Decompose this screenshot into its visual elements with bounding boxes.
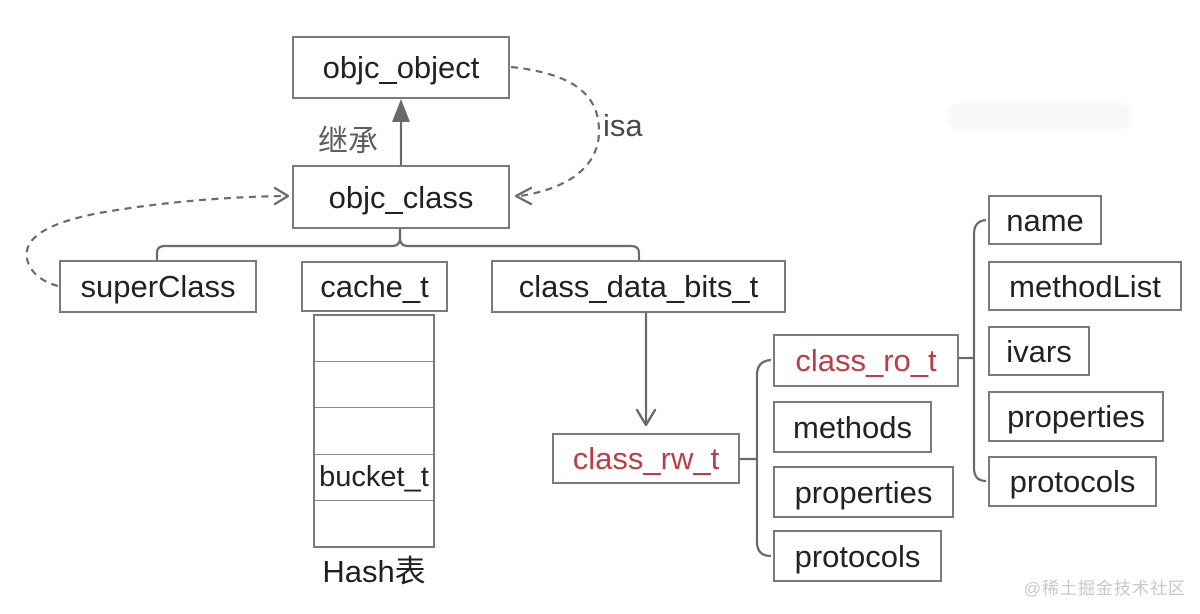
- cache-table-row: [315, 501, 433, 546]
- node-objc-class: objc_class: [292, 165, 510, 229]
- node-ro-methodlist: methodList: [988, 261, 1182, 311]
- node-cache-t: cache_t: [301, 261, 448, 312]
- node-rw-properties: properties: [773, 466, 954, 518]
- arrowhead-superclass-icon: [273, 186, 290, 206]
- cache-hash-table: bucket_t: [313, 314, 435, 548]
- node-class-data-bits-t: class_data_bits_t: [491, 260, 786, 313]
- background-smudge: [948, 103, 1130, 129]
- edge-rw-bracket: [755, 358, 772, 558]
- edge-ro-bracket: [972, 218, 987, 483]
- arrowhead-isa-icon: [514, 186, 533, 206]
- arrowhead-inherit-icon: [392, 99, 410, 122]
- cache-table-row-bucket-t: bucket_t: [315, 455, 433, 501]
- node-rw-methods: methods: [773, 401, 932, 453]
- node-superclass: superClass: [59, 260, 257, 313]
- inherit-label: 继承: [318, 125, 378, 158]
- cache-table-row: [315, 316, 433, 363]
- node-class-ro-t: class_ro_t: [773, 334, 959, 387]
- edge-tree-right: [398, 229, 641, 260]
- edge-isa-curve: [510, 65, 601, 198]
- node-ro-ivars: ivars: [988, 326, 1090, 376]
- node-ro-name: name: [988, 195, 1102, 245]
- cache-table-row: [315, 408, 433, 455]
- arrowhead-bits-to-rw-icon: [635, 408, 657, 427]
- node-class-rw-t: class_rw_t: [552, 433, 740, 484]
- node-objc-object: objc_object: [292, 36, 510, 99]
- hash-table-caption: Hash表: [322, 554, 426, 589]
- edge-tree-left: [155, 229, 402, 260]
- watermark: @稀土掘金技术社区: [1023, 579, 1186, 598]
- node-ro-properties: properties: [988, 391, 1164, 442]
- node-rw-protocols: protocols: [773, 530, 942, 582]
- node-ro-protocols: protocols: [988, 456, 1157, 507]
- cache-table-row: [315, 362, 433, 409]
- isa-label: isa: [603, 108, 643, 143]
